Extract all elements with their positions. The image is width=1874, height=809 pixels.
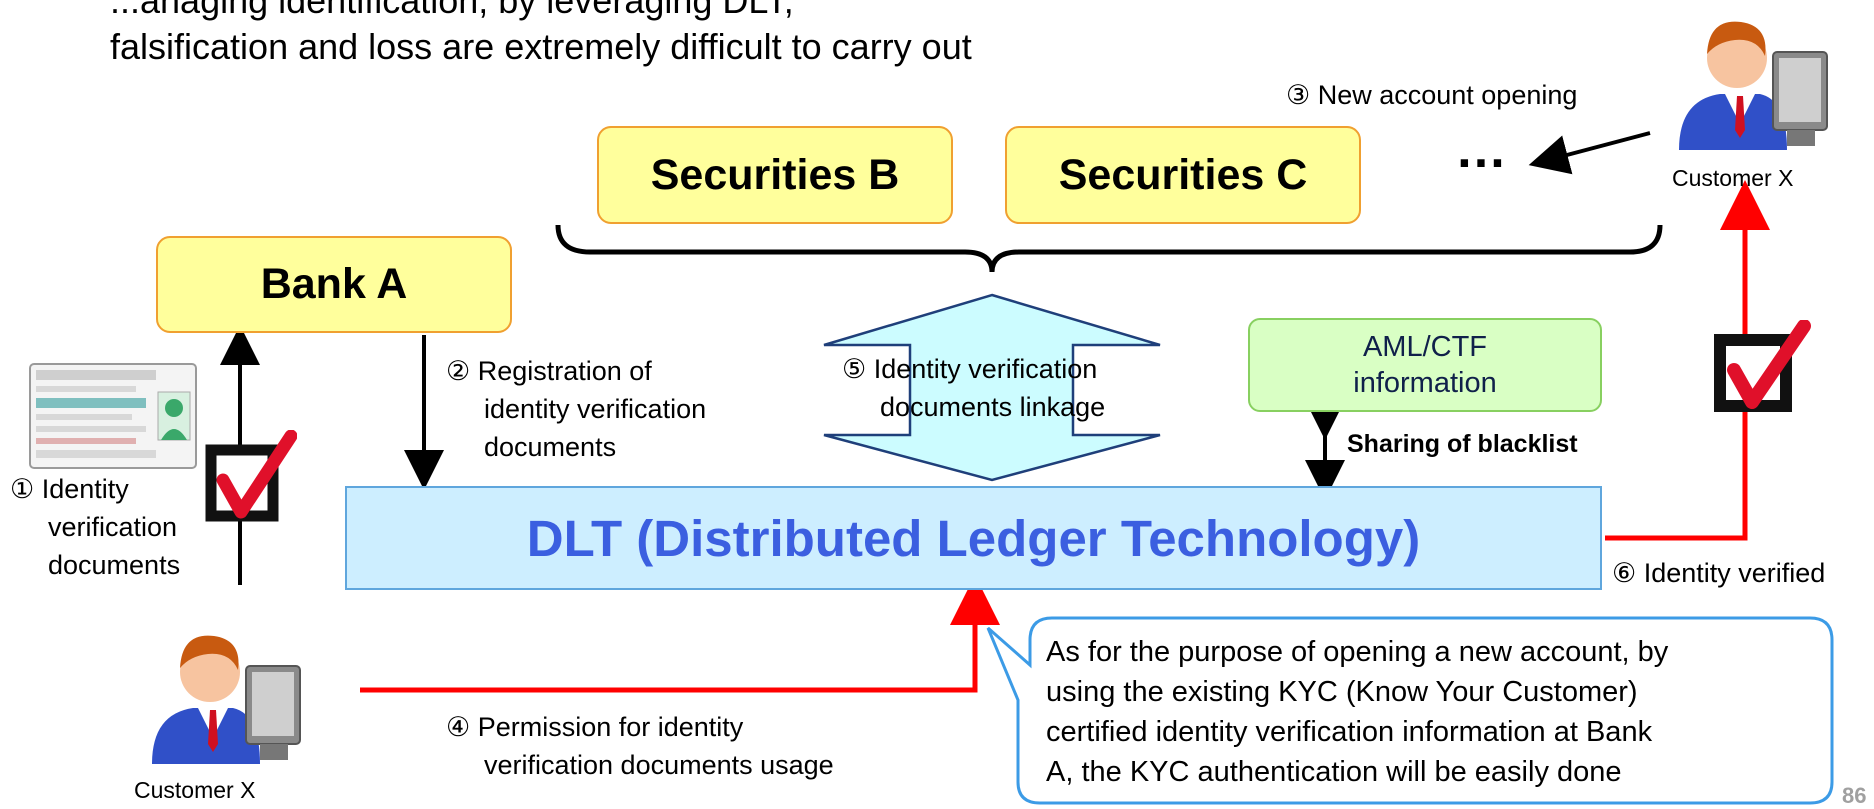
- callout-line1: As for the purpose of opening a new acco…: [1046, 636, 1669, 668]
- sharing-blacklist-label: Sharing of blacklist: [1347, 430, 1578, 458]
- step5-line2: documents linkage: [880, 392, 1106, 422]
- step2-label: ② Registration of identity verification …: [446, 352, 706, 466]
- intro-line-1: ...anaging identification, by leveraging…: [110, 0, 794, 21]
- step4-line2: verification documents usage: [484, 750, 834, 780]
- step1-line2: verification: [48, 512, 178, 542]
- securities-b-label: Securities B: [650, 150, 900, 199]
- step3-label: ③ New account opening: [1286, 80, 1578, 110]
- step2-line2: identity verification: [484, 394, 707, 424]
- bank-a-box: Bank A: [156, 236, 512, 333]
- callout-line2: using the existing KYC (Know Your Custom…: [1046, 676, 1638, 708]
- bank-a-label: Bank A: [260, 260, 408, 308]
- customer-person-icon: [152, 635, 301, 764]
- securities-b-box: Securities B: [597, 126, 953, 224]
- dlt-label: DLT (Distributed Ledger Technology): [526, 509, 1421, 567]
- callout-bubble: [986, 616, 1834, 805]
- step2-line1: ② Registration of: [446, 356, 652, 386]
- step6-label: ⑥ Identity verified: [1612, 558, 1826, 588]
- aml-ctf-line1: AML/CTF: [1362, 331, 1488, 363]
- step5-line1: ⑤ Identity verification: [842, 354, 1098, 384]
- step2-line3: documents: [484, 432, 617, 462]
- step4-label: ④ Permission for identity verification d…: [446, 708, 834, 784]
- securities-c-box: Securities C: [1005, 126, 1361, 224]
- callout-line3: certified identity verification informat…: [1046, 716, 1653, 748]
- callout-line4: A, the KYC authentication will be easily…: [1046, 756, 1622, 788]
- check-mark-icon: [1714, 320, 1811, 412]
- red-line-verified: [1605, 180, 1770, 541]
- check-mark-icon: [205, 430, 297, 522]
- securities-brace: [555, 224, 1663, 273]
- more-ellipsis: …: [1455, 121, 1507, 179]
- customer-x-bottom-label: Customer X: [134, 777, 256, 803]
- callout-text: As for the purpose of opening a new acco…: [1046, 632, 1668, 792]
- aml-ctf-box: AML/CTF information: [1248, 318, 1602, 412]
- intro-text: ...anaging identification, by leveraging…: [110, 0, 972, 70]
- step1-line1: ① Identity: [10, 474, 129, 504]
- id-card-icon: [29, 363, 197, 469]
- arrow-new-account: [1528, 131, 1651, 175]
- page-number: 86: [1842, 783, 1867, 808]
- step1-label: ① Identity verification documents: [10, 470, 180, 584]
- dlt-box: DLT (Distributed Ledger Technology): [345, 486, 1602, 590]
- step4-line1: ④ Permission for identity: [446, 712, 744, 742]
- linkage-double-arrow: [823, 293, 1161, 482]
- customer-x-top-label: Customer X: [1672, 165, 1794, 191]
- red-line-permission: [360, 575, 1000, 693]
- aml-ctf-line2: information: [1353, 367, 1497, 399]
- step5-label: ⑤ Identity verification documents linkag…: [842, 350, 1105, 426]
- intro-line-2: falsification and loss are extremely dif…: [110, 26, 972, 67]
- customer-person-icon: [1679, 21, 1828, 150]
- step1-line3: documents: [48, 550, 181, 580]
- securities-c-label: Securities C: [1058, 150, 1308, 199]
